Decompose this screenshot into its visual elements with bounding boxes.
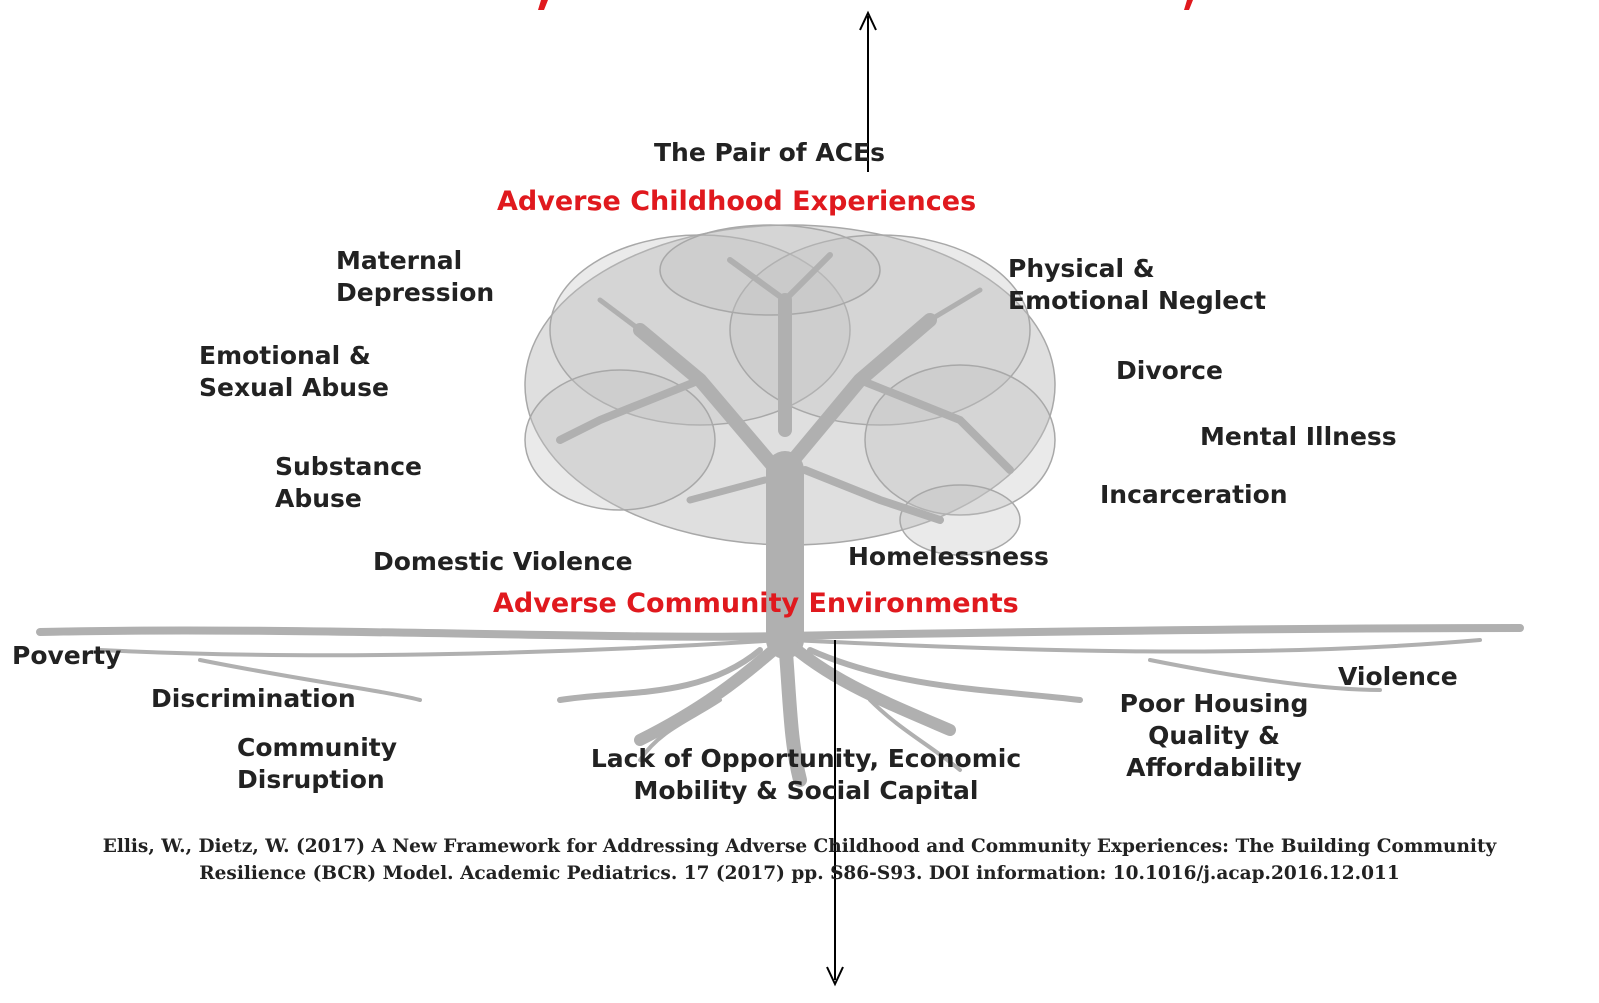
env-item-violence: Violence	[1338, 662, 1458, 691]
ace-item-emotional-sexual-abuse: Emotional &Sexual Abuse	[199, 341, 389, 402]
ace-item-physical-emotional-neglect: Physical &Emotional Neglect	[1008, 254, 1267, 315]
ace-item-incarceration: Incarceration	[1100, 480, 1288, 509]
tree-trunk	[556, 252, 1014, 659]
ace-item-homelessness: Homelessness	[848, 542, 1049, 571]
top-label: The Pair of ACEs	[654, 138, 886, 167]
tree-roots	[36, 624, 1524, 787]
env-item-poverty: Poverty	[12, 641, 122, 670]
citation-line-1: Ellis, W., Dietz, W. (2017) A New Framew…	[102, 836, 1497, 857]
citation-line-2: Resilience (BCR) Model. Academic Pediatr…	[199, 863, 1400, 884]
vertical-arrow	[826, 10, 877, 987]
ace-item-domestic-violence: Domestic Violence	[373, 547, 633, 576]
citation: Ellis, W., Dietz, W. (2017) A New Framew…	[0, 833, 1599, 887]
ace-heading: Adverse Childhood Experiences	[497, 186, 977, 217]
ace-item-divorce: Divorce	[1116, 356, 1223, 385]
cropped-title-fragment-right	[1184, 0, 1193, 10]
ace-item-mental-illness: Mental Illness	[1200, 422, 1397, 451]
env-item-discrimination: Discrimination	[151, 684, 356, 713]
cropped-title-fragment-left	[538, 0, 548, 10]
ace-env-heading: Adverse Community Environments	[493, 588, 1019, 619]
